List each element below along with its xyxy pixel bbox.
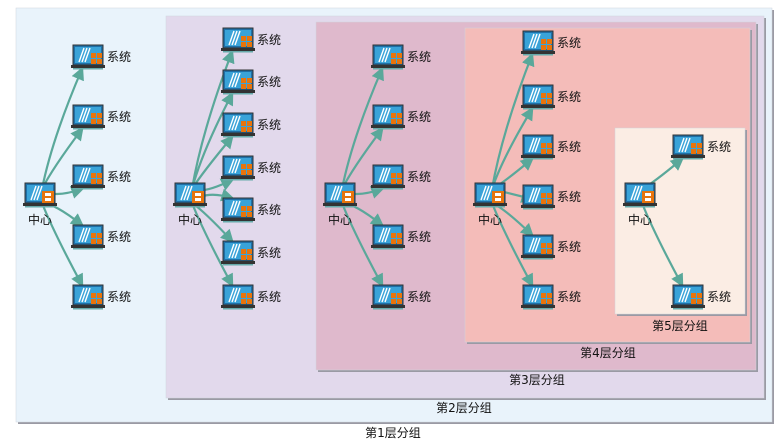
system-computer-icon[interactable] [521, 84, 555, 110]
center-label: 中心 [628, 212, 652, 227]
system-computer-icon[interactable] [71, 164, 105, 190]
system-computer-icon[interactable] [71, 224, 105, 250]
system-label: 系统 [557, 240, 581, 254]
system-label: 系统 [557, 90, 581, 104]
edge-arrow [190, 202, 234, 288]
center-computer-icon[interactable] [623, 182, 657, 208]
system-label: 系统 [107, 110, 131, 124]
system-label: 系统 [407, 230, 431, 244]
system-computer-icon[interactable] [221, 284, 255, 310]
system-label: 系统 [107, 230, 131, 244]
system-label: 系统 [557, 36, 581, 50]
system-computer-icon[interactable] [521, 284, 555, 310]
system-computer-icon[interactable] [71, 284, 105, 310]
edge-arrow [40, 66, 84, 190]
system-label: 系统 [707, 140, 731, 154]
center-computer-icon[interactable] [473, 182, 507, 208]
center-computer-icon[interactable] [173, 182, 207, 208]
system-label: 系统 [107, 170, 131, 184]
system-computer-icon[interactable] [371, 104, 405, 130]
edge-arrow [40, 202, 84, 288]
system-computer-icon[interactable] [671, 134, 705, 160]
system-label: 系统 [407, 110, 431, 124]
group-label: 第4层分组 [580, 346, 636, 360]
group-label: 第2层分组 [436, 401, 492, 415]
system-computer-icon[interactable] [221, 155, 255, 181]
system-label: 系统 [257, 33, 281, 47]
group-label: 第1层分组 [365, 426, 421, 440]
system-computer-icon[interactable] [521, 30, 555, 56]
system-label: 系统 [257, 161, 281, 175]
system-label: 系统 [107, 50, 131, 64]
group-label: 第5层分组 [652, 319, 708, 333]
edge-arrow [340, 66, 384, 190]
center-computer-icon[interactable] [23, 182, 57, 208]
system-label: 系统 [407, 170, 431, 184]
system-label: 系统 [257, 290, 281, 304]
center-label: 中心 [328, 212, 352, 227]
group-label: 第3层分组 [509, 373, 565, 387]
center-computer-icon[interactable] [323, 182, 357, 208]
edge-arrow [190, 49, 235, 190]
system-label: 系统 [407, 50, 431, 64]
system-computer-icon[interactable] [371, 284, 405, 310]
system-computer-icon[interactable] [221, 112, 255, 138]
system-label: 系统 [557, 290, 581, 304]
edge-arrow [340, 202, 384, 288]
system-label: 系统 [257, 246, 281, 260]
system-computer-icon[interactable] [671, 284, 705, 310]
system-label: 系统 [557, 190, 581, 204]
center-label: 中心 [478, 212, 502, 227]
system-label: 系统 [107, 290, 131, 304]
system-computer-icon[interactable] [71, 104, 105, 130]
system-computer-icon[interactable] [371, 44, 405, 70]
system-computer-icon[interactable] [371, 164, 405, 190]
system-computer-icon[interactable] [521, 184, 555, 210]
system-label: 系统 [257, 118, 281, 132]
system-label: 系统 [257, 203, 281, 217]
system-computer-icon[interactable] [221, 27, 255, 53]
center-label: 中心 [28, 212, 52, 227]
system-computer-icon[interactable] [71, 44, 105, 70]
system-computer-icon[interactable] [221, 69, 255, 95]
system-label: 系统 [707, 290, 731, 304]
edge-arrow [490, 202, 534, 288]
edge-arrow [490, 52, 535, 190]
system-label: 系统 [257, 75, 281, 89]
system-computer-icon[interactable] [221, 197, 255, 223]
system-label: 系统 [407, 290, 431, 304]
edge-arrow [190, 91, 234, 190]
center-label: 中心 [178, 212, 202, 227]
system-computer-icon[interactable] [221, 240, 255, 266]
system-computer-icon[interactable] [521, 234, 555, 260]
system-computer-icon[interactable] [371, 224, 405, 250]
system-label: 系统 [557, 140, 581, 154]
system-computer-icon[interactable] [521, 134, 555, 160]
edge-arrow [640, 202, 684, 288]
